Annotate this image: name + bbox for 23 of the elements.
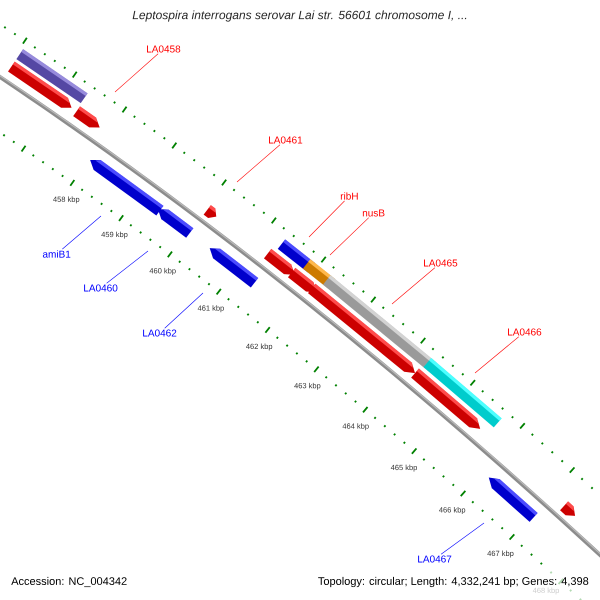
gene-label: LA0460 — [84, 284, 118, 292]
gene-label: LA0462 — [143, 329, 176, 337]
gene-label: LA0465 — [424, 259, 458, 267]
gene-label: nusB — [362, 210, 384, 216]
leader-line — [440, 522, 484, 555]
leader-line — [164, 292, 204, 329]
leader-line — [114, 53, 158, 92]
footer-text: Accession: NC_004342 — [11, 576, 127, 588]
leader-line — [62, 216, 102, 250]
gene-label: LA0466 — [508, 328, 542, 336]
gene-label: LA0467 — [418, 555, 452, 563]
footer-text: Topology: circular; Length: 4,332,241 bp; Genes: 4,398 — [318, 576, 588, 588]
gene-label: LA0458 — [147, 45, 180, 53]
leader-line — [106, 250, 148, 284]
leader-line — [308, 200, 345, 238]
title: Leptospira interrogans serovar Lai str. 56601 chromosome I, ... — [132, 10, 466, 22]
leader-line — [474, 336, 520, 374]
leader-line — [392, 267, 436, 304]
leader-line — [330, 217, 370, 256]
gene-label: ribH — [340, 192, 358, 200]
leader-line — [236, 144, 280, 182]
gene-label: LA0461 — [269, 136, 302, 144]
gene-label: amiB1 — [42, 250, 70, 258]
